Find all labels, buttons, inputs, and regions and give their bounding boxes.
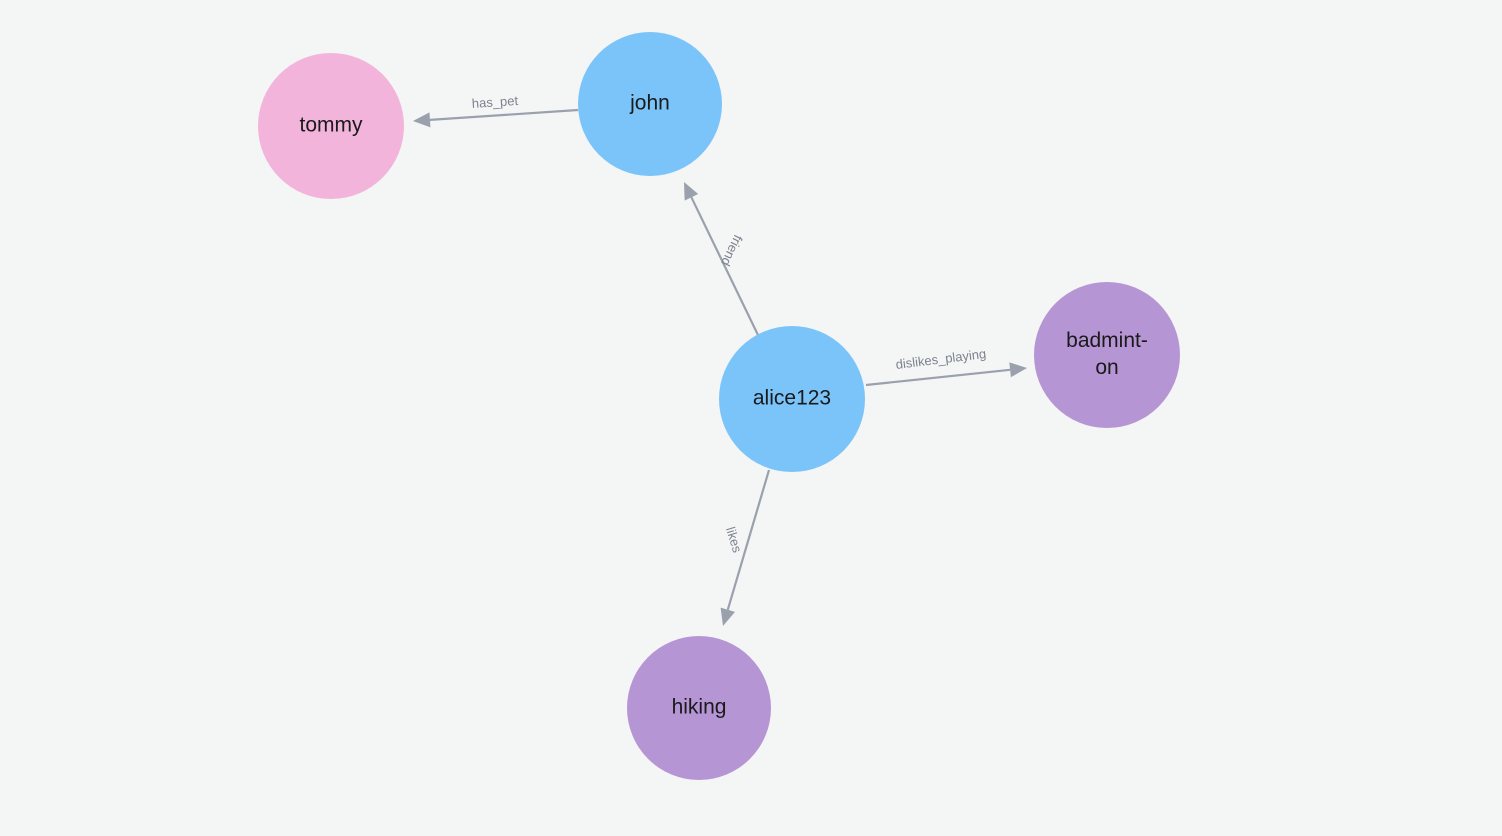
graph-node-alice123[interactable]: alice123 <box>719 326 865 472</box>
graph-edge[interactable] <box>720 469 771 626</box>
graph-node-john[interactable]: john <box>578 32 722 176</box>
edge-label: likes <box>723 525 745 555</box>
graph-edge[interactable] <box>865 362 1027 387</box>
graph-node-tommy[interactable]: tommy <box>258 53 404 199</box>
edge-line[interactable] <box>865 368 1011 387</box>
node-circle[interactable] <box>719 326 865 472</box>
edge-label: friend <box>718 233 746 269</box>
graph-node-hiking[interactable]: hiking <box>627 636 771 780</box>
edge-arrowhead-icon <box>684 182 699 201</box>
edge-arrowhead-icon <box>413 112 431 128</box>
node-circle[interactable] <box>258 53 404 199</box>
graph-edge[interactable] <box>684 182 759 336</box>
edge-label: dislikes_playing <box>895 346 987 372</box>
edge-line[interactable] <box>690 196 759 336</box>
nodes-layer: tommy john alice123 badmint-on hiking <box>258 32 1180 780</box>
edge-label: has_pet <box>471 93 519 111</box>
edge-line[interactable] <box>726 469 771 611</box>
graph-edge[interactable] <box>413 108 579 128</box>
graph-node-badminton[interactable]: badmint-on <box>1034 282 1180 428</box>
edge-arrowhead-icon <box>720 607 736 626</box>
node-circle[interactable] <box>627 636 771 780</box>
edge-line[interactable] <box>429 108 579 121</box>
node-circle[interactable] <box>578 32 722 176</box>
edge-arrowhead-icon <box>1009 362 1027 378</box>
edges-layer <box>413 108 1027 626</box>
node-circle[interactable] <box>1034 282 1180 428</box>
